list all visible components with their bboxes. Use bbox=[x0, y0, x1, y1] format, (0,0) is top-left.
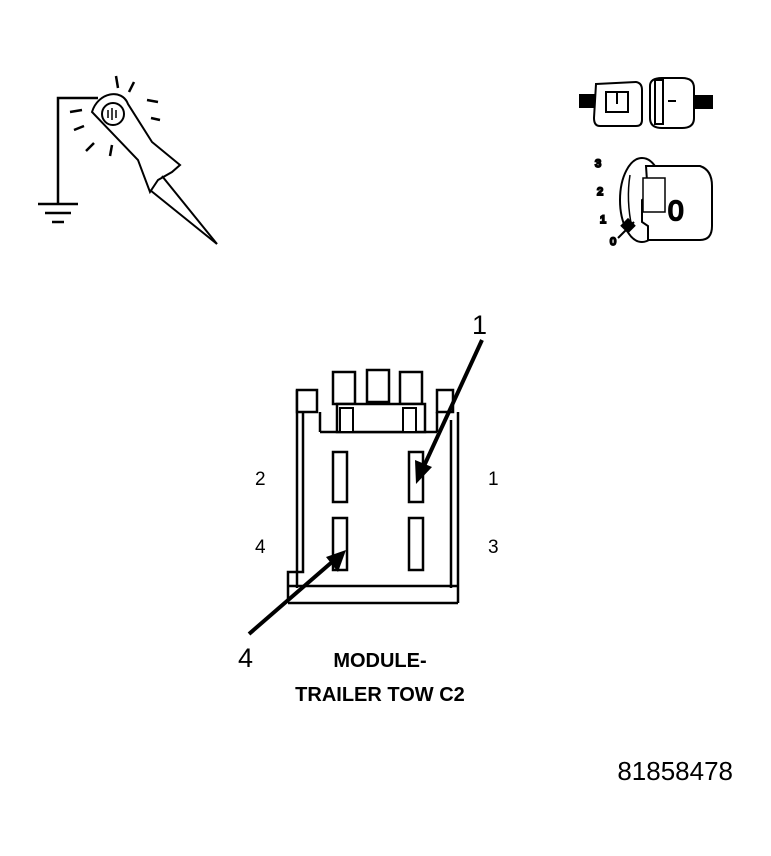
test-light-icon bbox=[38, 75, 218, 245]
pin-label-1: 1 bbox=[488, 469, 499, 490]
figure-number: 81858478 bbox=[617, 756, 733, 786]
key-position-3: 3 bbox=[595, 158, 601, 170]
ignition-key-icon: 3 2 1 0 0 bbox=[594, 157, 713, 249]
key-position-0: 0 bbox=[610, 236, 616, 248]
callout-arrow-1 bbox=[415, 339, 484, 484]
pin-label-2: 2 bbox=[255, 469, 266, 490]
key-position-2: 2 bbox=[597, 186, 603, 198]
key-position-1: 1 bbox=[600, 214, 606, 226]
callout-arrow-4 bbox=[247, 550, 346, 636]
callout-label-1: 1 bbox=[472, 310, 487, 340]
pin-label-4: 4 bbox=[255, 537, 266, 558]
callout-label-4: 4 bbox=[238, 643, 253, 673]
connector-face bbox=[286, 368, 460, 605]
pin-cavity-3 bbox=[407, 516, 425, 572]
connector-title-line2: TRAILER TOW C2 bbox=[295, 684, 465, 706]
pin-label-3: 3 bbox=[488, 537, 499, 558]
connector-title-line1: MODULE- bbox=[333, 650, 426, 672]
disconnected-connector-icon bbox=[579, 77, 713, 129]
pin-cavity-2 bbox=[331, 450, 349, 504]
key-label: 0 bbox=[668, 195, 684, 226]
